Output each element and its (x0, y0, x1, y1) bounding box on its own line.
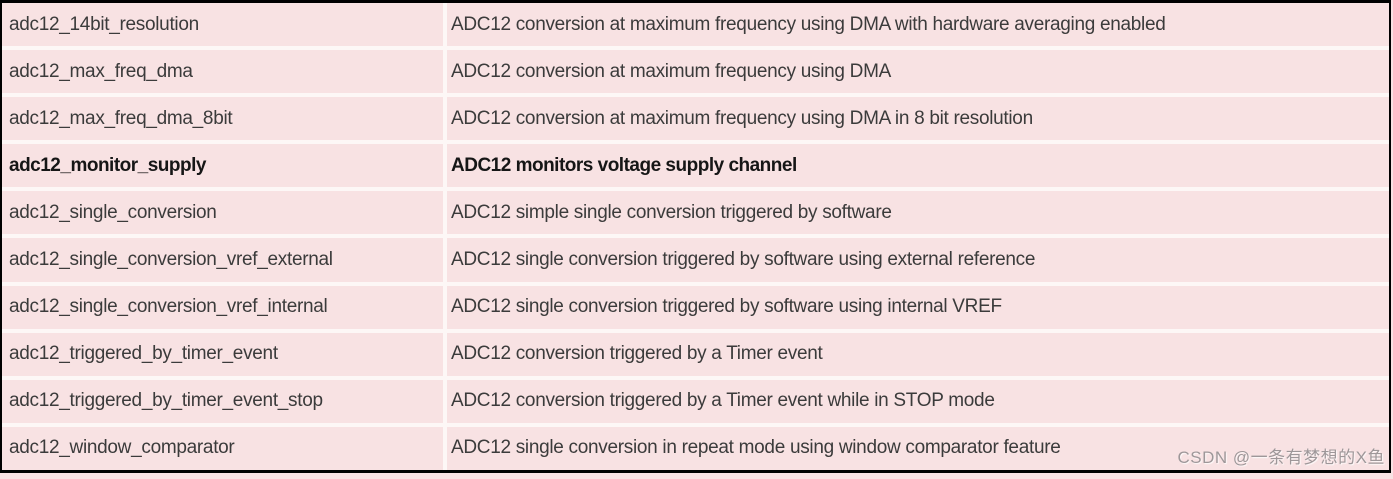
example-description-cell: ADC12 single conversion triggered by sof… (447, 238, 1389, 282)
table-row: adc12_max_freq_dma_8bit ADC12 conversion… (2, 97, 1389, 141)
csdn-watermark: CSDN @一条有梦想的X鱼 (1177, 448, 1385, 467)
example-name-cell: adc12_monitor_supply (2, 144, 443, 188)
example-name-cell: adc12_single_conversion (2, 191, 443, 235)
table-rows: adc12_14bit_resolution ADC12 conversion … (2, 3, 1389, 470)
example-name-cell: adc12_14bit_resolution (2, 3, 443, 47)
example-description-cell: ADC12 conversion at maximum frequency us… (447, 97, 1389, 141)
example-description-cell: ADC12 conversion at maximum frequency us… (447, 3, 1389, 47)
table-row: adc12_window_comparator ADC12 single con… (2, 426, 1389, 470)
table-row: adc12_monitor_supply ADC12 monitors volt… (2, 144, 1389, 188)
table-row: adc12_max_freq_dma ADC12 conversion at m… (2, 50, 1389, 94)
example-name-cell: adc12_triggered_by_timer_event_stop (2, 379, 443, 423)
example-description-cell: ADC12 conversion triggered by a Timer ev… (447, 379, 1389, 423)
table-row: adc12_single_conversion_vref_internal AD… (2, 285, 1389, 329)
example-description-cell: ADC12 conversion triggered by a Timer ev… (447, 332, 1389, 376)
example-name-cell: adc12_max_freq_dma_8bit (2, 97, 443, 141)
example-name-cell: adc12_window_comparator (2, 426, 443, 470)
example-name-cell: adc12_max_freq_dma (2, 50, 443, 94)
table-row: adc12_triggered_by_timer_event_stop ADC1… (2, 379, 1389, 423)
example-description-cell: ADC12 conversion at maximum frequency us… (447, 50, 1389, 94)
table-row: adc12_single_conversion_vref_external AD… (2, 238, 1389, 282)
example-name-cell: adc12_triggered_by_timer_event (2, 332, 443, 376)
example-name-cell: adc12_single_conversion_vref_internal (2, 285, 443, 329)
table-row: adc12_14bit_resolution ADC12 conversion … (2, 3, 1389, 47)
example-description-cell: ADC12 single conversion in repeat mode u… (447, 426, 1389, 470)
table-row: adc12_triggered_by_timer_event ADC12 con… (2, 332, 1389, 376)
example-description-cell: ADC12 monitors voltage supply channel (447, 144, 1389, 188)
example-description-cell: ADC12 single conversion triggered by sof… (447, 285, 1389, 329)
example-name-cell: adc12_single_conversion_vref_external (2, 238, 443, 282)
table-row: adc12_single_conversion ADC12 simple sin… (2, 191, 1389, 235)
example-description-cell: ADC12 simple single conversion triggered… (447, 191, 1389, 235)
